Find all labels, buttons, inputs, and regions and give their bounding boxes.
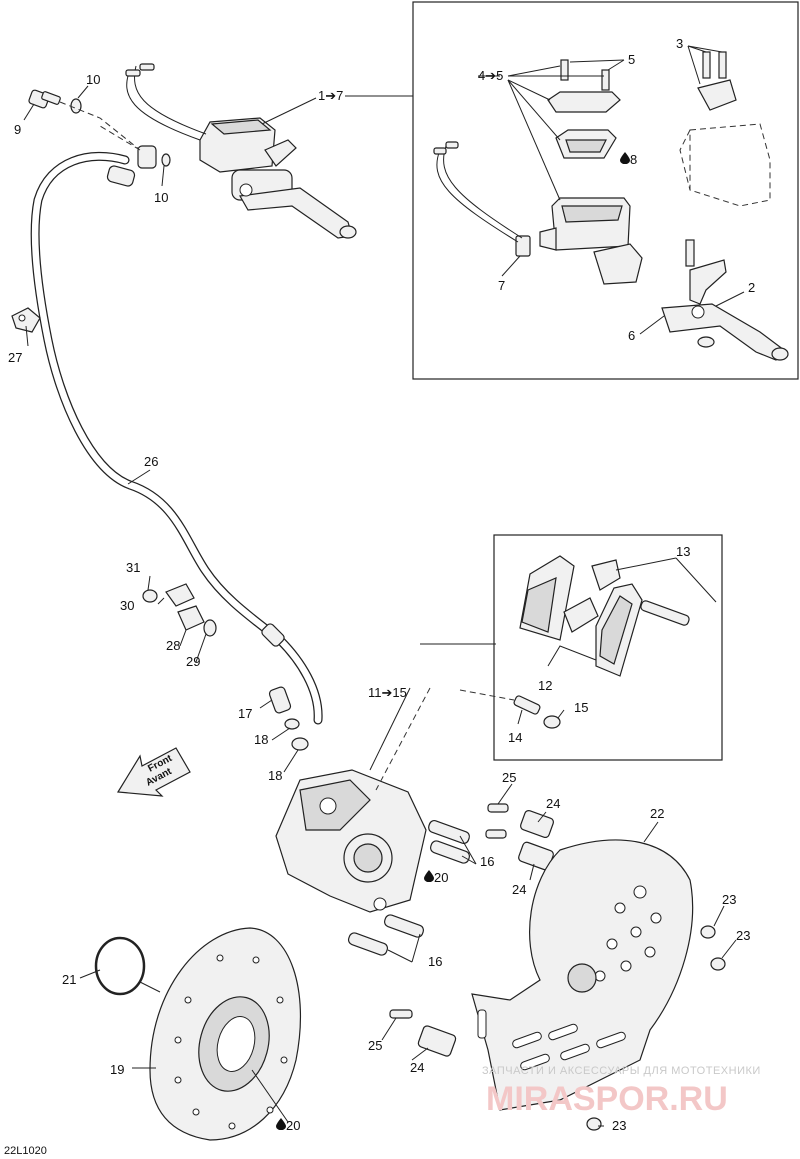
washer-part-29 xyxy=(203,619,217,637)
callout-22: 22 xyxy=(650,806,664,821)
callout-18-lower: 18 xyxy=(268,768,282,783)
callout-13: 13 xyxy=(676,544,690,559)
callout-23-mid: 23 xyxy=(736,928,750,943)
callout-3: 3 xyxy=(676,36,683,51)
hose-retainer-parts xyxy=(142,583,217,637)
spacer-part-28 xyxy=(177,605,205,631)
callout-10-bottom: 10 xyxy=(154,190,168,205)
callout-1-7: 1➔7 xyxy=(318,88,343,103)
brake-hose xyxy=(30,151,323,725)
callout-7: 7 xyxy=(498,278,505,293)
master-cylinder-exploded xyxy=(433,51,789,361)
leader-lines xyxy=(23,45,745,1127)
callout-24-upper: 24 xyxy=(546,796,560,811)
watermark-brand: MIRASPOR.RU xyxy=(486,1080,728,1118)
callout-10-top: 10 xyxy=(86,72,100,87)
watermark-caption: ЗАПЧАСТИ И АКСЕССУАРЫ ДЛЯ МОТОТЕХНИКИ xyxy=(482,1065,761,1077)
pad-pin-part-13 xyxy=(640,600,690,626)
callout-31: 31 xyxy=(126,560,140,575)
brake-pads-part-12 xyxy=(519,555,643,677)
washer-part-18-upper xyxy=(284,718,300,730)
callout-23-bottom: 23 xyxy=(612,1118,626,1133)
callout-14: 14 xyxy=(508,730,522,745)
banjo-bolt-part-9 xyxy=(28,89,61,109)
callout-18-upper: 18 xyxy=(254,732,268,747)
callout-30: 30 xyxy=(120,598,134,613)
callout-16-lower: 16 xyxy=(428,954,442,969)
callout-28: 28 xyxy=(166,638,180,653)
brake-disc-part-19 xyxy=(149,927,302,1141)
callout-4-5: 4➔5 xyxy=(478,68,503,83)
callout-20-disc: 20 xyxy=(286,1118,300,1133)
callout-16-upper: 16 xyxy=(480,854,494,869)
banjo-fitting xyxy=(137,145,171,169)
diagram-code: 22L1020 xyxy=(4,1145,47,1157)
bleeder-part-14 xyxy=(513,695,541,715)
screws-part-23 xyxy=(586,925,726,1131)
callout-29: 29 xyxy=(186,654,200,669)
callout-24-lower: 24 xyxy=(410,1060,424,1075)
front-direction-arrow: Front Avant xyxy=(116,747,191,797)
callout-23-upper: 23 xyxy=(722,892,736,907)
brake-caliper xyxy=(275,769,427,913)
clip-part-30 xyxy=(165,583,195,607)
detail-box-master-cylinder xyxy=(412,1,799,380)
callout-17: 17 xyxy=(238,706,252,721)
callout-labels: 1➔7 2 3 4➔5 5 6 7 8 9 10 10 11➔15 12 13 … xyxy=(8,36,755,1133)
drop-icon-20-caliper xyxy=(424,870,434,882)
bleeder-cap-part-15 xyxy=(543,715,561,729)
drop-icon-20-disc xyxy=(276,1118,286,1130)
callout-21: 21 xyxy=(62,972,76,987)
callout-5: 5 xyxy=(628,52,635,67)
callout-25-upper: 25 xyxy=(502,770,516,785)
callout-15: 15 xyxy=(574,700,588,715)
callout-6: 6 xyxy=(628,328,635,343)
callout-2: 2 xyxy=(748,280,755,295)
callout-26: 26 xyxy=(144,454,158,469)
hose-clamp-part-27 xyxy=(11,307,41,333)
washer-part-18-lower xyxy=(291,737,309,751)
callout-27: 27 xyxy=(8,350,22,365)
banjo-bolt-part-17 xyxy=(268,686,292,714)
callout-11-15: 11➔15 xyxy=(368,685,407,700)
spacers-part-24 xyxy=(417,809,554,1057)
callout-25-lower: 25 xyxy=(368,1038,382,1053)
washer-part-10-top xyxy=(70,98,82,114)
callout-12: 12 xyxy=(538,678,552,693)
drop-icon-8 xyxy=(620,152,630,164)
bolts-part-25 xyxy=(389,803,509,1019)
callout-9: 9 xyxy=(14,122,21,137)
o-ring-part-21 xyxy=(94,936,146,996)
detail-box-brake-pads xyxy=(493,534,723,761)
caliper-bolts-part-16 xyxy=(347,819,471,956)
nut-part-31 xyxy=(142,589,158,603)
master-cylinder-assembly xyxy=(125,63,357,239)
disc-guard-part-22 xyxy=(471,839,694,1111)
callout-8: 8 xyxy=(630,152,637,167)
callout-24-mid: 24 xyxy=(512,882,526,897)
callout-19: 19 xyxy=(110,1062,124,1077)
callout-20-caliper: 20 xyxy=(434,870,448,885)
